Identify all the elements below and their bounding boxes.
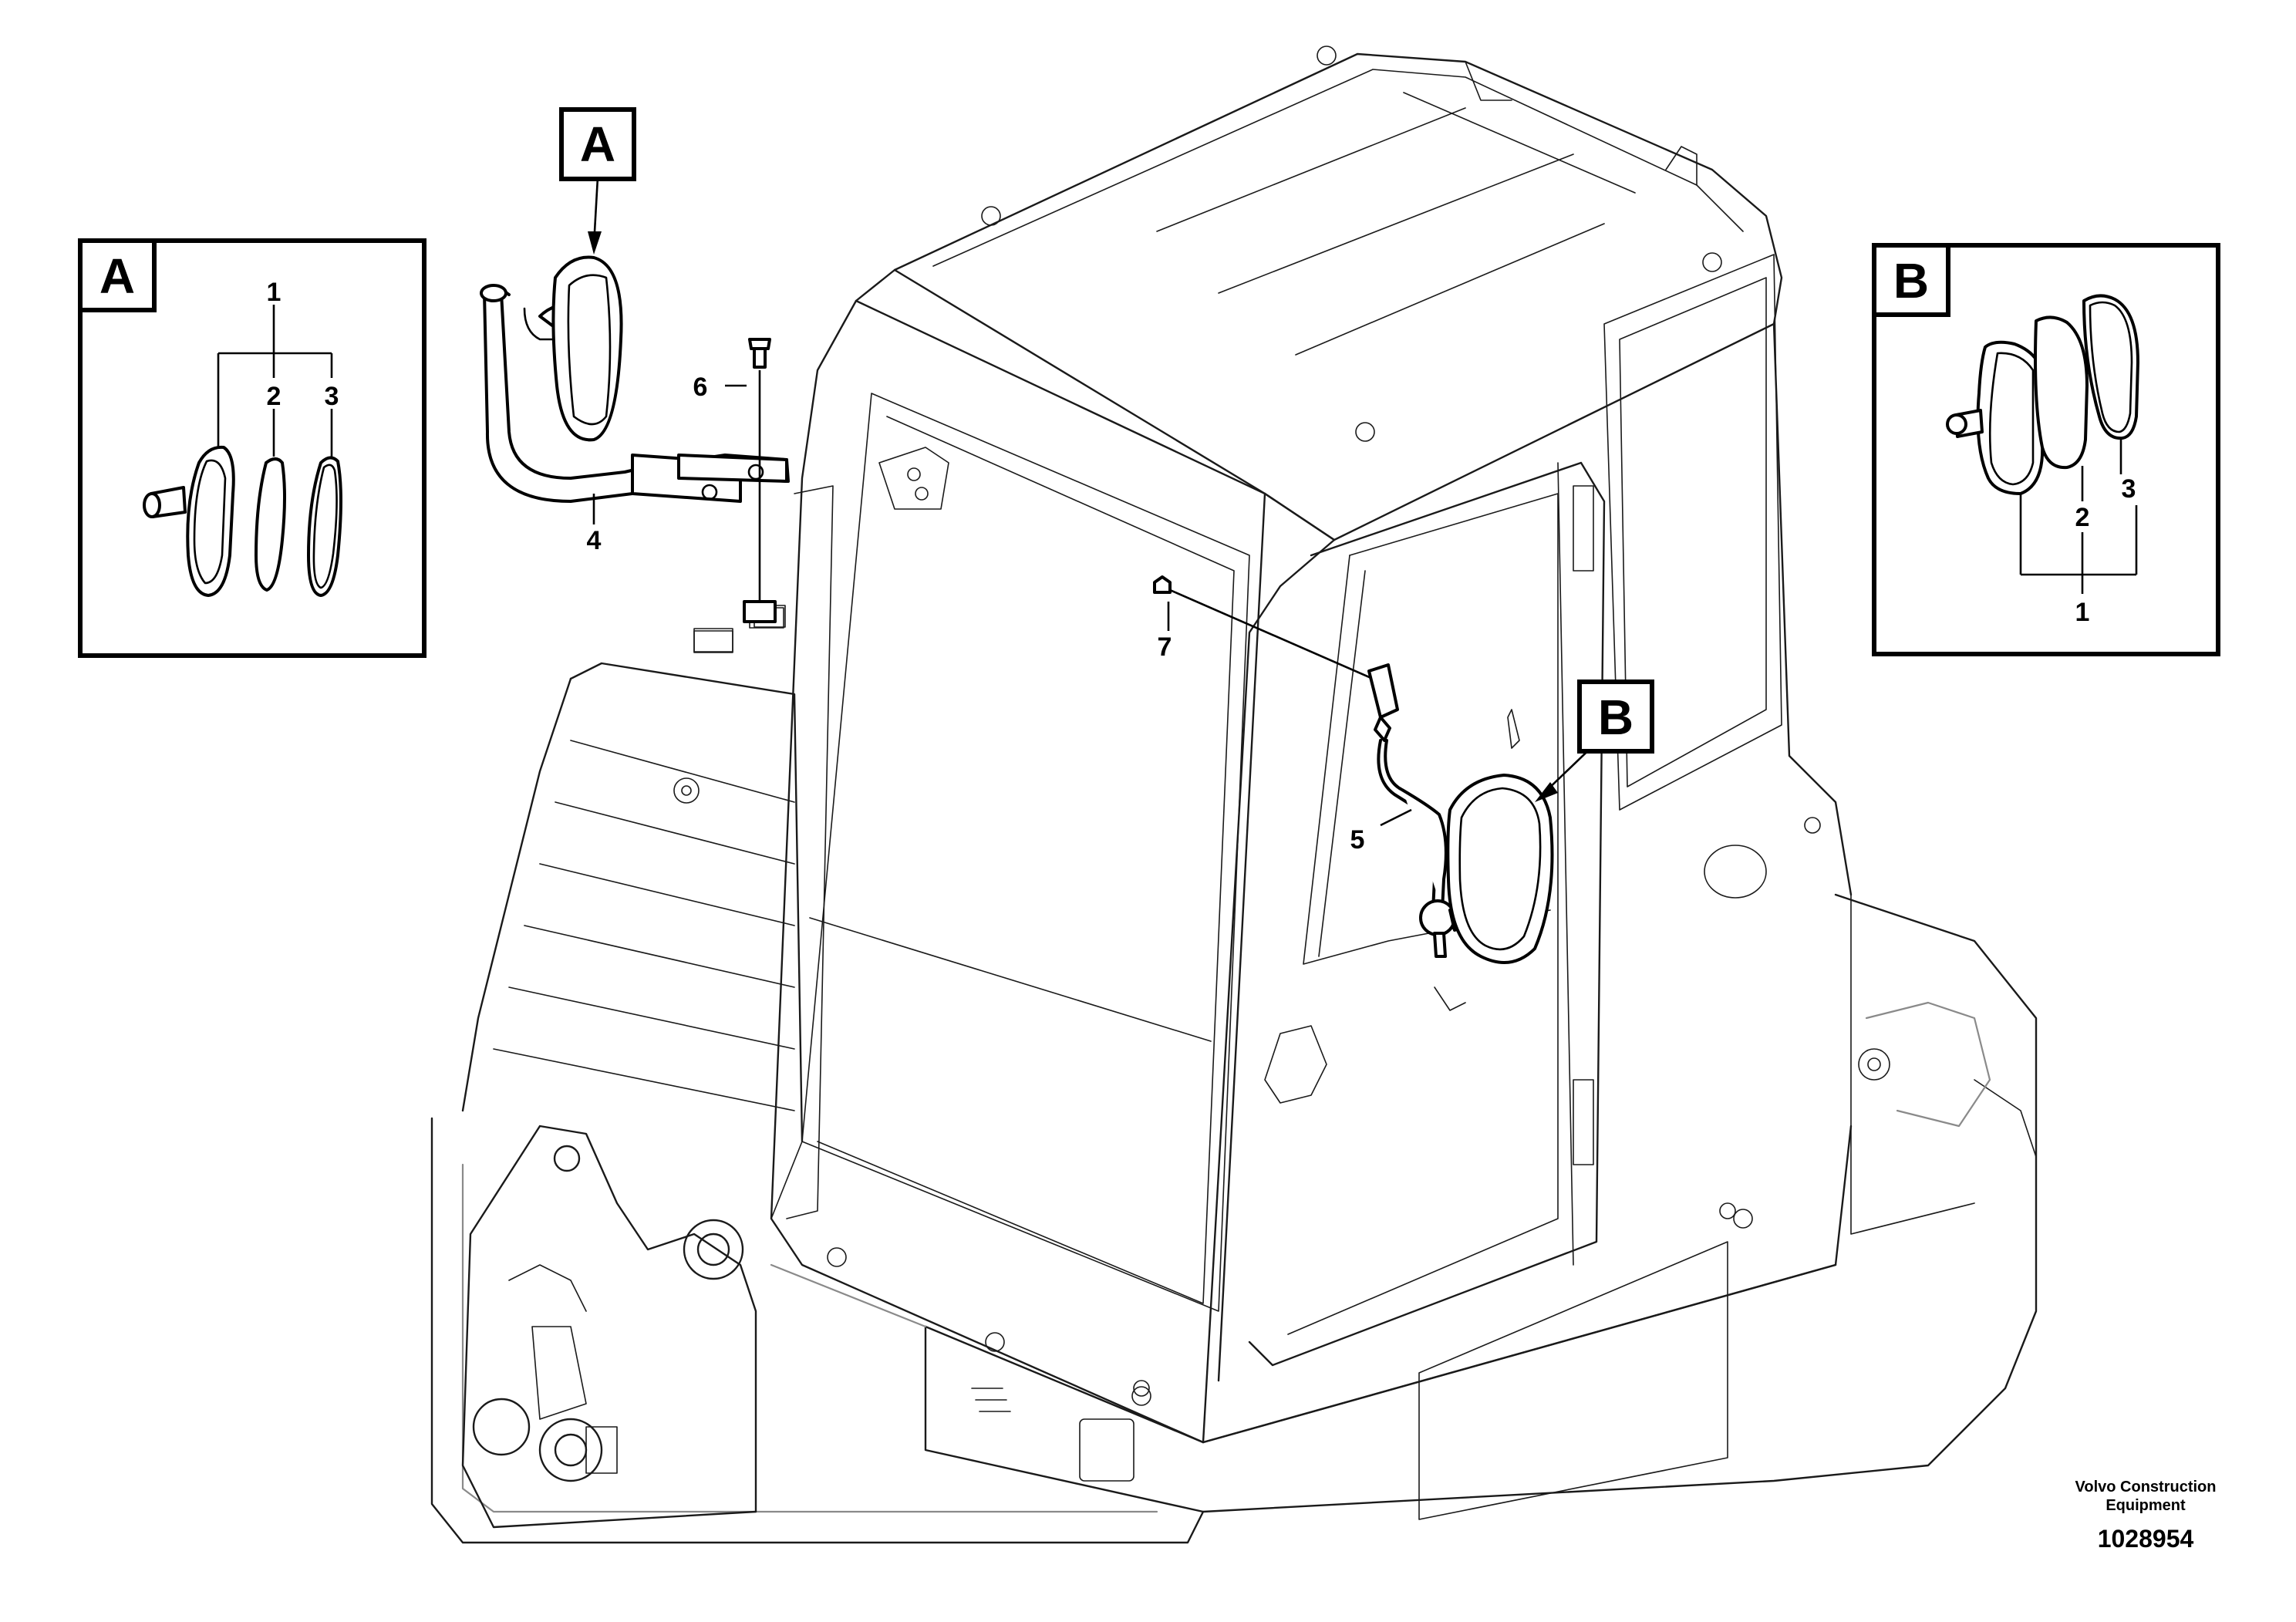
callout-6: 6 <box>693 373 708 402</box>
detail-a-callout-3: 3 <box>325 382 339 411</box>
detail-b-callout-1: 1 <box>2075 598 2090 627</box>
detail-a-gasket <box>307 456 342 597</box>
footer-block: Volvo Construction Equipment 1028954 <box>2075 1479 2217 1553</box>
main-tag-a-label: A <box>580 116 615 172</box>
detail-a-callout-2: 2 <box>267 382 282 411</box>
cab-roof <box>893 46 1783 541</box>
detail-a-tag: A <box>99 248 135 304</box>
main-tag-a: A <box>559 107 636 181</box>
callout-4: 4 <box>587 526 602 555</box>
bolt-item-6 <box>743 338 777 623</box>
company-name-line1: Volvo Construction <box>2075 1479 2217 1496</box>
machine-illustration <box>430 46 2038 1544</box>
main-tag-b-label: B <box>1598 690 1633 745</box>
right-mirror-assembly <box>1367 663 1554 964</box>
callout-7: 7 <box>1158 632 1172 662</box>
detail-a-panel: A 1 2 3 <box>78 238 426 658</box>
detail-a-callout-1: 1 <box>267 278 282 307</box>
bolt-item-7 <box>1153 575 1374 680</box>
company-name-line2: Equipment <box>2106 1497 2186 1514</box>
left-mirror-assembly <box>480 255 1374 680</box>
detail-b-gasket <box>2082 294 2139 440</box>
detail-b-callout-2: 2 <box>2075 503 2090 532</box>
detail-a-mirror-glass <box>255 457 286 592</box>
detail-b-tag: B <box>1893 253 1929 309</box>
detail-b-panel: B 2 3 1 <box>1872 243 2220 656</box>
main-tag-b: B <box>1577 679 1654 754</box>
engine-grille <box>461 605 804 1143</box>
callout-5: 5 <box>1350 825 1365 855</box>
detail-a-mirror-housing <box>143 445 235 597</box>
detail-b-mirror-glass <box>2034 315 2089 470</box>
drawing-number: 1028954 <box>2098 1525 2194 1553</box>
swing-bracket <box>461 1125 927 1529</box>
detail-b-callout-3: 3 <box>2122 474 2136 504</box>
main-view-leaders <box>588 177 1601 827</box>
machine-base <box>430 893 2038 1544</box>
cab-body <box>693 254 1853 1444</box>
